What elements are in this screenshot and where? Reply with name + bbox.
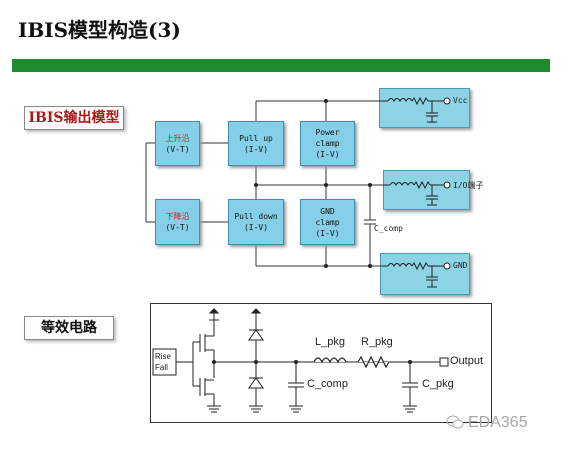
pull-up-iv-block: Pull up (I-V) <box>228 121 284 166</box>
r-pkg-label: R_pkg <box>361 336 393 348</box>
pull-up-unit: (I-V) <box>243 144 269 154</box>
c-pkg-label: C_pkg <box>422 378 454 390</box>
output-label: Output <box>450 355 484 367</box>
pull-up-label: Pull up <box>239 133 273 143</box>
gnd-clamp-label-1: GND <box>320 206 335 216</box>
gnd-clamp-iv-block: GND clamp (I-V) <box>300 199 355 245</box>
equivalent-circuit-frame <box>150 303 492 423</box>
rising-edge-label: 上升沿 <box>165 133 190 143</box>
gnd-clamp-label-2: clamp <box>315 217 340 227</box>
page-title: IBIS模型构造(3) <box>18 18 181 42</box>
io-package-block <box>383 170 470 210</box>
c-comp-circuit-label: C_comp <box>307 378 348 390</box>
power-clamp-iv-block: Power clamp (I-V) <box>300 121 355 166</box>
fall-label: Fall <box>155 363 168 372</box>
falling-edge-vt-block: 下降沿 (V-T) <box>155 199 200 245</box>
vcc-package-block <box>379 88 470 128</box>
pull-down-unit: (I-V) <box>243 223 269 232</box>
gnd-clamp-unit: (I-V) <box>315 228 340 238</box>
rising-edge-unit: (V-T) <box>165 144 190 154</box>
wechat-icon <box>446 415 464 429</box>
gnd-package-block <box>380 253 470 295</box>
pull-down-iv-block: Pull down (I-V) <box>228 199 284 245</box>
power-clamp-label-2: clamp <box>315 139 340 148</box>
falling-edge-unit: (V-T) <box>165 223 190 232</box>
gnd-pin-label: GND <box>453 261 468 270</box>
title-divider-bar <box>12 59 550 72</box>
c-comp-label: C_comp <box>374 224 403 233</box>
rising-edge-vt-block: 上升沿 (V-T) <box>155 121 200 166</box>
pull-down-label: Pull down <box>234 212 278 221</box>
power-clamp-unit: (I-V) <box>315 150 340 159</box>
power-clamp-label-1: Power <box>315 128 340 137</box>
vcc-pin-label: Vcc <box>453 96 468 105</box>
watermark: EDA365 <box>468 414 528 431</box>
equivalent-circuit-label: 等效电路 <box>24 316 114 340</box>
falling-edge-label: 下降沿 <box>165 212 190 221</box>
io-pin-label: I/O端子 <box>453 181 484 190</box>
l-pkg-label: L_pkg <box>315 336 345 348</box>
ibis-output-model-label: IBIS输出模型 <box>24 106 124 130</box>
rise-label: Rise <box>155 352 172 361</box>
